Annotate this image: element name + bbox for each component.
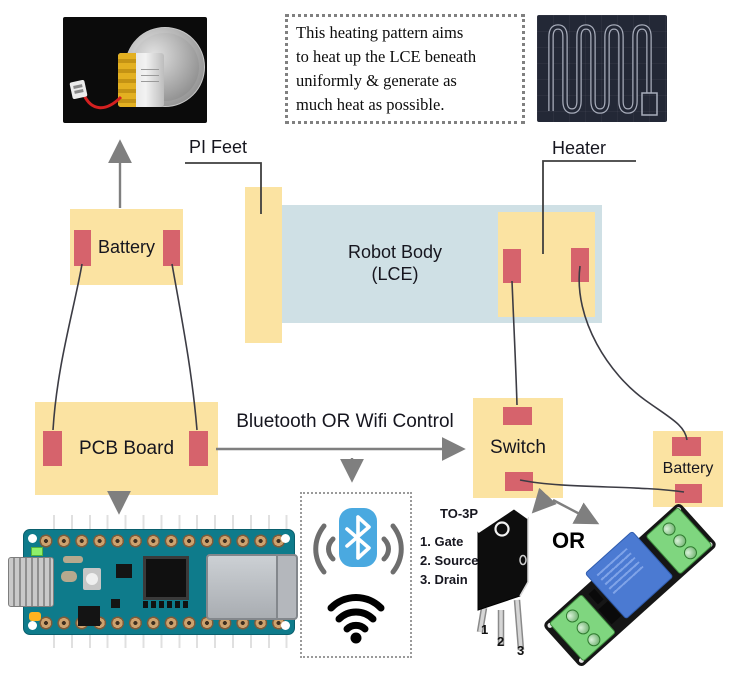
mcu-chip (143, 556, 189, 600)
solder-dots (143, 601, 189, 608)
heater-photo (537, 15, 667, 122)
heater-trace-pattern (548, 24, 658, 116)
switch-label: Switch (490, 437, 546, 458)
chip (78, 606, 100, 626)
chip (116, 564, 132, 578)
pad-row-top (38, 533, 288, 549)
pad (43, 431, 62, 466)
robot-body-line1: Robot Body (347, 242, 443, 262)
to3p-package-label: TO-3P (440, 506, 479, 521)
arduino-board (8, 514, 300, 650)
pad (189, 431, 208, 466)
pad (74, 230, 91, 266)
pad (163, 230, 180, 266)
leg-number-2: 2 (497, 634, 505, 649)
note-line3: uniformly & generate as (296, 70, 457, 90)
leg-number-3: 3 (517, 643, 525, 658)
note-line2: to heat up the LCE beneath (296, 46, 477, 66)
robot-body-line2: (LCE) (371, 264, 419, 284)
lipo-print (141, 81, 159, 82)
note-line1: This heating pattern aims (296, 23, 464, 42)
to3p-transistor (476, 506, 529, 651)
note-line4: much heat as possible. (296, 94, 445, 114)
lipo-print (141, 69, 159, 70)
mount-hole (28, 621, 37, 630)
heating-pattern-note: This heating pattern aims to heat up the… (285, 14, 525, 124)
antenna-area (276, 554, 298, 620)
mount-hole (281, 621, 290, 630)
battery-photo (63, 17, 207, 123)
arduino-pcb (23, 529, 298, 635)
btwifi-control-box (300, 492, 412, 658)
chip (111, 599, 120, 608)
mount-hole (281, 534, 290, 543)
bluetooth-icon (339, 508, 377, 567)
pad (672, 437, 701, 456)
transistor-pin-list: 1. Gate 2. Source 3. Drain (420, 532, 479, 589)
pin-drain: 3. Drain (420, 572, 468, 587)
relay-module (542, 501, 718, 669)
battery-wire (82, 94, 123, 110)
pad (503, 249, 521, 283)
battery-left-label: Battery (97, 236, 156, 257)
pin-leads-bottom (53, 633, 293, 648)
reset-button (83, 568, 101, 590)
lipo-print (141, 75, 159, 76)
battery-right-label: Battery (662, 460, 714, 477)
or-label: OR (552, 528, 585, 553)
robot-body-label: Robot Body (LCE) (300, 241, 490, 285)
pin-gate: 1. Gate (420, 534, 464, 549)
pi-feet-box (245, 187, 282, 343)
pcb-board-label: PCB Board (78, 437, 175, 459)
jst-connector (69, 79, 88, 100)
mount-hole (28, 534, 37, 543)
power-led (31, 547, 43, 556)
leg-number-1: 1 (481, 622, 489, 637)
crystal (61, 571, 77, 582)
resistor (63, 556, 83, 563)
wifi-icon (327, 594, 385, 644)
usb-connector (8, 557, 54, 607)
control-label: Bluetooth OR Wifi Control (236, 411, 454, 432)
signal-arcs-right-icon (381, 523, 404, 575)
terminal-screw (681, 543, 700, 562)
pi-feet-label: PI Feet (189, 137, 248, 157)
status-led (29, 612, 41, 621)
heater-label: Heater (552, 138, 607, 158)
lipo-kapton-tape (118, 53, 136, 107)
arrow-switch-to-relay (552, 498, 600, 525)
signal-arcs-left-icon (313, 523, 336, 575)
pin-source: 2. Source (420, 553, 479, 568)
terminal-screw (584, 630, 604, 649)
pad (503, 407, 532, 425)
pin-leads-top (53, 515, 293, 530)
pad (571, 248, 589, 282)
